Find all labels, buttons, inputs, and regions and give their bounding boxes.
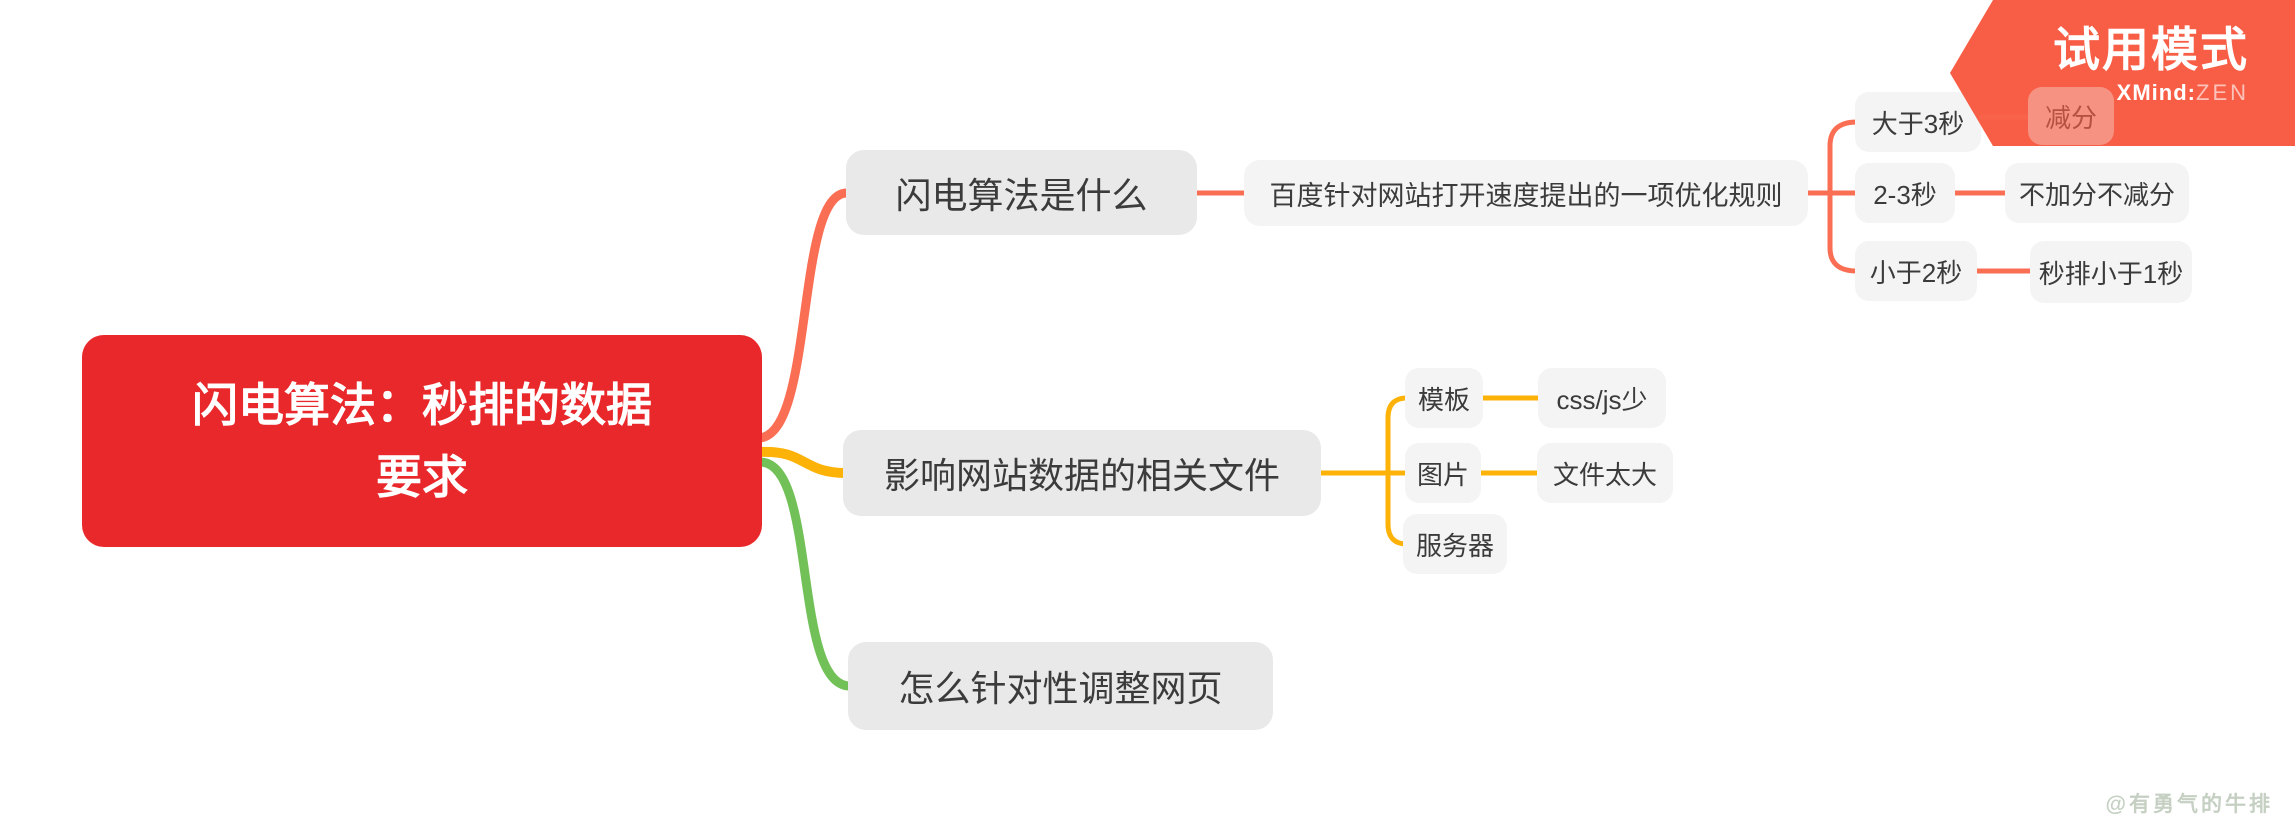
connector-over3s-to-deduct: [1978, 114, 2033, 120]
topic-images[interactable]: 图片: [1405, 443, 1481, 503]
topic-root[interactable]: 闪电算法：秒排的数据要求: [82, 335, 762, 547]
author-watermark: @有勇气的牛排: [2105, 793, 2273, 816]
bracket-branch1-children: [1827, 119, 1860, 274]
trial-ribbon-shape[interactable]: [1950, 0, 2295, 146]
connector-root-to-branch1: [755, 188, 852, 443]
topic-root-label: 闪电算法：秒排的数据要求: [192, 379, 652, 503]
topic-2-3s[interactable]: 2-3秒: [1855, 163, 1955, 223]
topic-instant-rank-under-1s[interactable]: 秒排小于1秒: [2030, 241, 2192, 303]
topic-css-js-less[interactable]: css/js少: [1538, 368, 1666, 428]
topic-file-too-big[interactable]: 文件太大: [1537, 443, 1673, 503]
connector-root-to-branch3: [755, 457, 855, 691]
topic-no-add-no-deduct[interactable]: 不加分不减分: [2005, 163, 2189, 223]
topic-related-files[interactable]: 影响网站数据的相关文件: [843, 430, 1321, 516]
trial-ribbon[interactable]: [0, 0, 2295, 160]
topic-deduct-points[interactable]: 减分: [2028, 87, 2114, 145]
topic-how-to-adjust-pages[interactable]: 怎么针对性调整网页: [848, 642, 1273, 730]
topic-what-is-lightning-algorithm[interactable]: 闪电算法是什么: [846, 150, 1197, 235]
topic-server[interactable]: 服务器: [1403, 514, 1507, 574]
topic-baidu-optimization-rule[interactable]: 百度针对网站打开速度提出的一项优化规则: [1244, 160, 1808, 226]
topic-under-2s[interactable]: 小于2秒: [1855, 241, 1977, 301]
connector-root-to-branch2: [755, 446, 851, 478]
topic-over-3s[interactable]: 大于3秒: [1855, 92, 1981, 152]
topic-template[interactable]: 模板: [1405, 368, 1483, 428]
